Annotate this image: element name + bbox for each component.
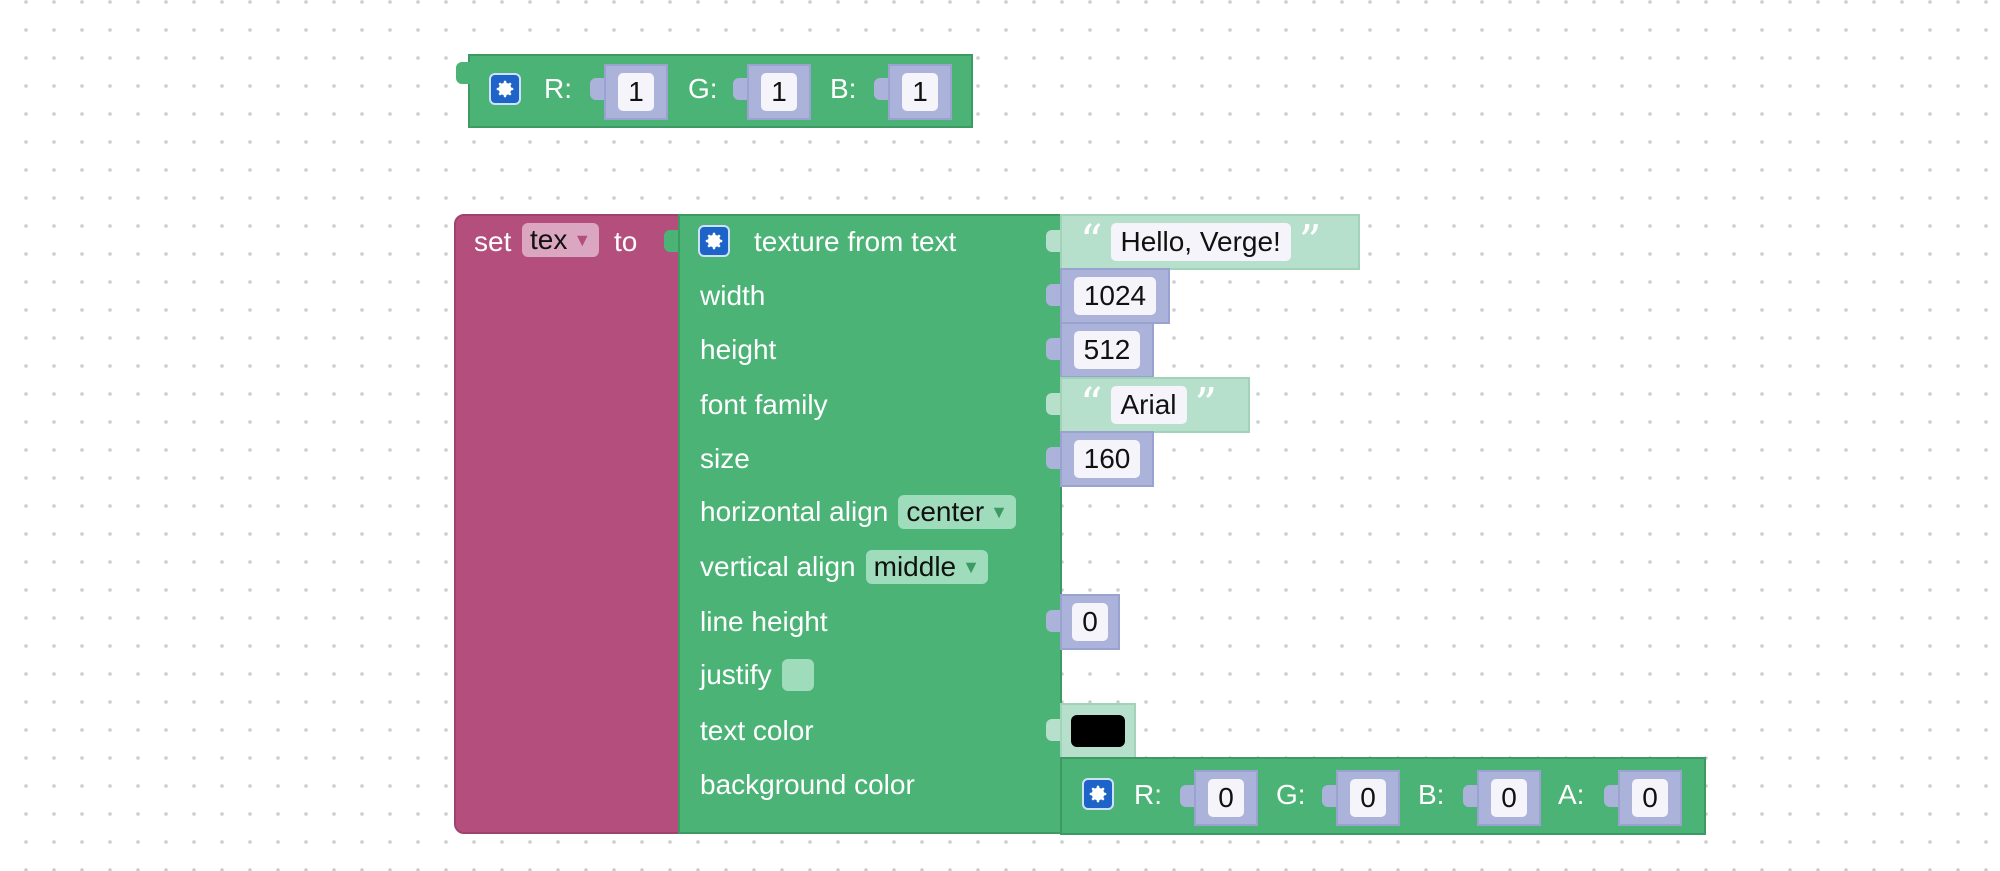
gear-icon[interactable]	[698, 225, 730, 257]
text-string-block[interactable]: “ Hello, Verge! ”	[1060, 214, 1360, 270]
text-color-block[interactable]	[1060, 703, 1136, 759]
r-value-field[interactable]: 0	[1208, 779, 1244, 817]
r-label: R:	[544, 73, 572, 104]
b-label: B:	[1418, 779, 1445, 810]
gear-icon[interactable]	[1082, 778, 1114, 810]
vertical-align-row: vertical align middle ▼	[700, 550, 988, 584]
line-height-label: line height	[700, 606, 828, 637]
gear-icon[interactable]	[489, 73, 521, 105]
justify-row: justify	[700, 659, 814, 691]
r-connector	[1180, 785, 1194, 807]
b-socket[interactable]: 1	[888, 64, 952, 120]
g-value-field[interactable]: 0	[1350, 779, 1386, 817]
justify-checkbox[interactable]	[781, 659, 814, 691]
text-color-connector	[1046, 719, 1060, 741]
horizontal-align-label: horizontal align	[700, 496, 889, 527]
width-number-block[interactable]: 1024	[1060, 268, 1170, 324]
a-connector	[1604, 785, 1618, 807]
g-connector	[733, 78, 747, 100]
r-socket[interactable]: 0	[1194, 770, 1258, 826]
b-connector	[874, 78, 888, 100]
set-variable-block[interactable]	[454, 214, 680, 834]
line-height-number-block[interactable]: 0	[1060, 594, 1120, 650]
g-connector	[1322, 785, 1336, 807]
text-connector	[1046, 230, 1060, 252]
b-value-field[interactable]: 0	[1491, 779, 1527, 817]
vertical-align-value: middle	[873, 551, 957, 582]
r-value-field[interactable]: 1	[618, 73, 654, 111]
variable-dropdown[interactable]: tex ▼	[522, 223, 600, 257]
size-value-field[interactable]: 160	[1073, 440, 1141, 478]
font-family-string-block[interactable]: “ Arial ”	[1060, 377, 1250, 433]
open-quote-icon: “	[1080, 379, 1103, 430]
g-label: G:	[688, 73, 718, 104]
a-socket[interactable]: 0	[1618, 770, 1682, 826]
background-color-label: background color	[700, 769, 915, 800]
output-connector	[456, 62, 470, 84]
height-value-field[interactable]: 512	[1073, 331, 1141, 369]
text-color-label: text color	[700, 715, 814, 746]
block-title: texture from text	[754, 226, 957, 257]
font-family-connector	[1046, 393, 1060, 415]
justify-label: justify	[700, 659, 772, 690]
r-label: R:	[1134, 779, 1162, 810]
b-value-field[interactable]: 1	[902, 73, 938, 111]
size-connector	[1046, 447, 1060, 469]
texture-output-connector	[664, 230, 678, 252]
line-height-connector	[1046, 610, 1060, 632]
width-label: width	[700, 280, 766, 311]
width-connector	[1046, 284, 1060, 306]
background-color-connector	[1046, 773, 1060, 795]
width-value-field[interactable]: 1024	[1073, 277, 1157, 315]
height-number-block[interactable]: 512	[1060, 322, 1154, 378]
size-label: size	[700, 443, 750, 474]
open-quote-icon: “	[1080, 216, 1103, 267]
close-quote-icon: ”	[1298, 216, 1322, 267]
b-socket[interactable]: 0	[1477, 770, 1541, 826]
chevron-down-icon: ▼	[990, 501, 1008, 522]
chevron-down-icon: ▼	[573, 229, 592, 250]
text-value-field[interactable]: Hello, Verge!	[1110, 223, 1291, 261]
height-connector	[1046, 338, 1060, 360]
g-socket[interactable]: 0	[1336, 770, 1400, 826]
line-height-value-field[interactable]: 0	[1072, 603, 1108, 641]
chevron-down-icon: ▼	[962, 556, 980, 577]
a-label: A:	[1558, 779, 1585, 810]
close-quote-icon: ”	[1194, 379, 1218, 430]
to-label: to	[614, 226, 638, 257]
font-family-label: font family	[700, 389, 828, 420]
g-value-field[interactable]: 1	[761, 73, 797, 111]
r-socket[interactable]: 1	[604, 64, 668, 120]
g-socket[interactable]: 1	[747, 64, 811, 120]
set-label: set	[474, 226, 512, 257]
text-color-swatch[interactable]	[1071, 715, 1125, 747]
horizontal-align-value: center	[906, 496, 985, 527]
vertical-align-dropdown[interactable]: middle ▼	[865, 550, 988, 584]
horizontal-align-row: horizontal align center ▼	[700, 495, 1016, 529]
r-connector	[590, 78, 604, 100]
b-connector	[1463, 785, 1477, 807]
height-label: height	[700, 334, 777, 365]
g-label: G:	[1276, 779, 1306, 810]
vertical-align-label: vertical align	[700, 551, 856, 582]
a-value-field[interactable]: 0	[1632, 779, 1668, 817]
font-family-value-field[interactable]: Arial	[1110, 386, 1187, 424]
variable-name: tex	[530, 224, 568, 255]
size-number-block[interactable]: 160	[1060, 431, 1154, 487]
b-label: B:	[830, 73, 857, 104]
horizontal-align-dropdown[interactable]: center ▼	[898, 495, 1016, 529]
